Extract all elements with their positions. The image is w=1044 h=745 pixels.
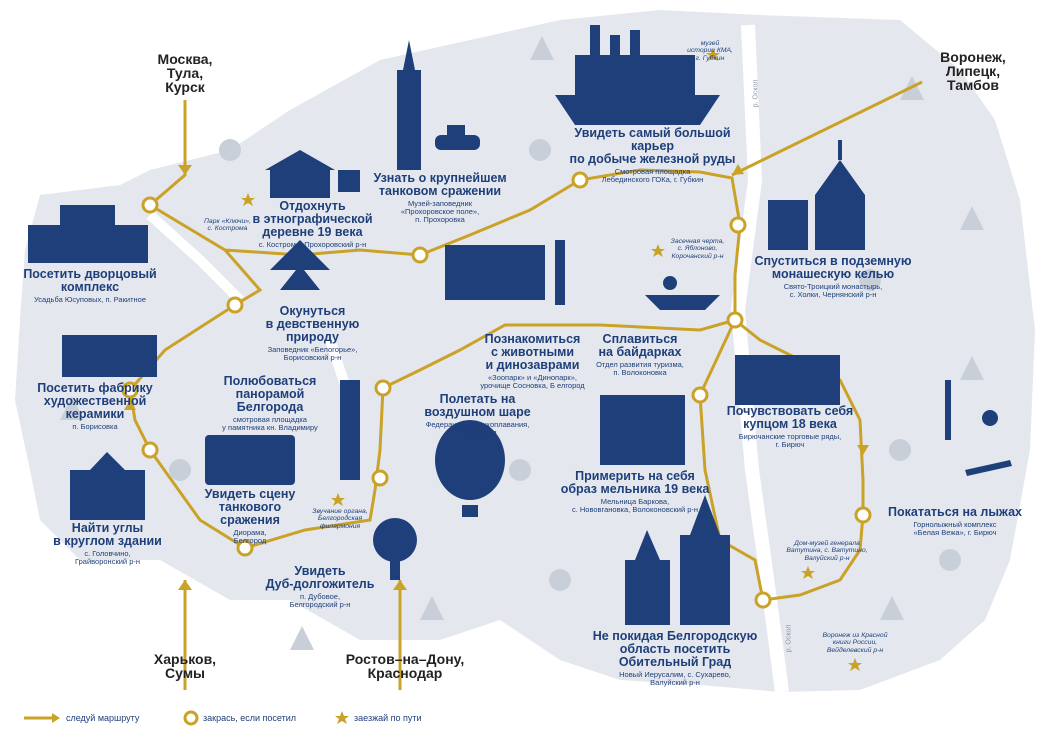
place-quarry: Увидеть самый большой карьер по добыче ж…	[569, 126, 736, 185]
legend-route-label: следуй маршруту	[66, 713, 140, 723]
city-kharkov: Харьков, Сумы	[153, 651, 217, 681]
note-kma-museum: музей истории КМА, г. Губкин	[687, 40, 733, 62]
road-band-west	[146, 211, 244, 304]
place-ethno-village: Отдохнуть в этнографической деревне 19 в…	[252, 199, 373, 250]
note-zasechnaya: Засечная черта, с. Яблоново, Корочанский…	[670, 238, 725, 260]
legend-circle-label: закрась, если посетил	[203, 713, 297, 723]
place-jerusalem: Не покидая Белгородскую область посетить…	[592, 629, 758, 688]
stars	[241, 48, 862, 671]
place-zoo: Познакомиться с животными и динозаврами«…	[480, 332, 585, 391]
note-klyuchi-park: Парк «Ключи», с. Кострома	[204, 218, 251, 233]
decor-trees	[60, 36, 984, 650]
route-arrows	[124, 164, 869, 590]
note-vatutin: Дом-музей генерала Ватутина, с. Ватутино…	[786, 540, 868, 562]
city-rostov: Ростов–на–Дону, Краснодар	[345, 651, 465, 681]
legend-route-arrow-icon	[24, 713, 60, 723]
note-voronezh-redbook: Воронеж из Красной книги России, Вейделе…	[822, 632, 888, 654]
place-ceramics: Посетить фабрику художественной керамики…	[37, 381, 153, 432]
legend-star-label: заезжай по пути	[354, 713, 422, 723]
place-mill: Примерить на себя образ мельника 19 века…	[560, 469, 710, 515]
city-moscow: Москва, Тула, Курск	[157, 51, 213, 95]
note-organ: Звучание органа, Белгородская филармония	[312, 508, 368, 530]
river-label-top: р. Оскол	[752, 79, 760, 108]
city-voronezh: Воронеж, Липецк, Тамбов	[940, 49, 1006, 93]
illustrations	[28, 25, 1012, 625]
river-label-bottom: р. Оскол	[785, 624, 793, 653]
route-stops	[121, 171, 872, 609]
legend-star-icon	[335, 711, 349, 724]
legend-circle-icon	[183, 710, 199, 726]
